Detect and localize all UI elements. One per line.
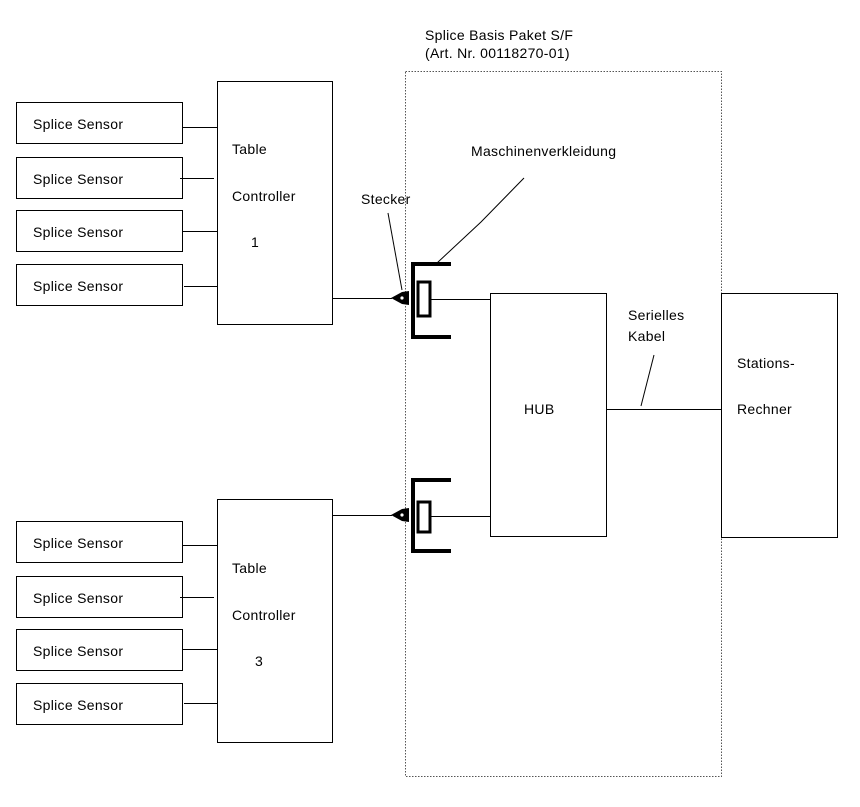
plug-pin [400, 296, 403, 299]
sensor-label: Splice Sensor [33, 224, 123, 240]
sensor-label: Splice Sensor [33, 278, 123, 294]
table-controller-1[interactable]: Table Controller 1 [218, 82, 333, 325]
plug-icon [391, 508, 409, 522]
sensor-3-1[interactable]: Splice Sensor [17, 522, 183, 563]
housing-label: Maschinenverkleidung [471, 143, 616, 159]
socket-insert [418, 502, 430, 532]
sensor-label: Splice Sensor [33, 535, 123, 551]
controller-label-line2: Controller [232, 607, 296, 623]
station-computer[interactable]: Stations- Rechner [722, 294, 838, 538]
sensor-1-4[interactable]: Splice Sensor [17, 265, 183, 306]
table-controller-3[interactable]: Table Controller 3 [218, 500, 333, 743]
cable-label-line1: Serielles [628, 307, 684, 323]
hub[interactable]: HUB [491, 294, 607, 537]
hub-label: HUB [524, 401, 554, 417]
connector-top[interactable] [391, 264, 490, 337]
sensor-3-4[interactable]: Splice Sensor [17, 684, 183, 725]
sensor-1-2[interactable]: Splice Sensor [17, 158, 183, 199]
controller-number: 1 [251, 234, 259, 250]
sensor-label: Splice Sensor [33, 643, 123, 659]
cable-leader-line [641, 355, 654, 406]
station-label-line2: Rechner [737, 401, 792, 417]
sensor-1-1[interactable]: Splice Sensor [17, 103, 183, 144]
plug-label: Stecker [361, 191, 411, 207]
station-label-line1: Stations- [737, 355, 795, 371]
package-article-number: (Art. Nr. 00118270-01) [425, 45, 570, 61]
package-title: Splice Basis Paket S/F [425, 27, 573, 43]
controller-label-line1: Table [232, 560, 267, 576]
cable-label-line2: Kabel [628, 328, 665, 344]
sensor-label: Splice Sensor [33, 697, 123, 713]
plug-leader-line [388, 213, 402, 290]
plug-pin [400, 513, 403, 516]
sensor-label: Splice Sensor [33, 171, 123, 187]
controller-group-1: Splice Sensor Splice Sensor Splice Senso… [17, 82, 393, 325]
controller-label-line1: Table [232, 141, 267, 157]
controller-group-3: Splice Sensor Splice Sensor Splice Senso… [17, 500, 393, 743]
sensor-1-3[interactable]: Splice Sensor [17, 211, 183, 252]
socket-insert [418, 282, 430, 316]
sensor-label: Splice Sensor [33, 590, 123, 606]
controller-label-line2: Controller [232, 188, 296, 204]
controller-number: 3 [255, 653, 263, 669]
plug-icon [391, 291, 409, 305]
sensor-3-2[interactable]: Splice Sensor [17, 577, 183, 618]
sensor-3-3[interactable]: Splice Sensor [17, 630, 183, 671]
housing-leader-line [437, 178, 524, 263]
sensor-label: Splice Sensor [33, 116, 123, 132]
